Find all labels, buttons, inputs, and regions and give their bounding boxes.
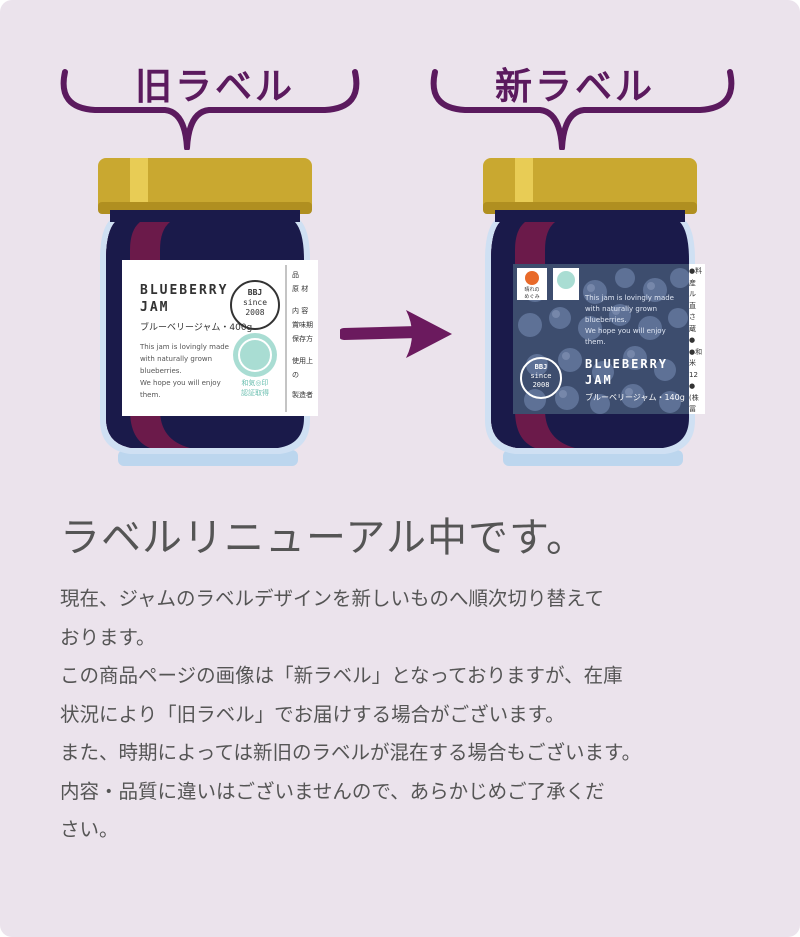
old-logo-line2: since	[242, 298, 268, 307]
body-line-7: さい。	[60, 818, 119, 841]
old-product-name: ブルーベリージャム・400g	[140, 323, 253, 333]
old-side-r6: 使用上の	[292, 357, 313, 379]
new-side-r5: さ	[689, 313, 696, 321]
old-logo: BBJ since 2008	[238, 288, 272, 318]
new-brand-line1: BLUEBERRY	[585, 357, 669, 371]
new-brace-icon	[430, 69, 735, 150]
old-jar-illustration	[98, 158, 318, 466]
new-logo-line2: since	[530, 372, 552, 380]
new-side-r12: (株	[689, 393, 699, 402]
old-brand-line1: BLUEBERRY	[140, 283, 229, 298]
new-side-r8: ●和	[689, 347, 703, 356]
new-side-r13: 冨	[689, 405, 696, 413]
old-description: This jam is lovingly made with naturally…	[140, 341, 229, 401]
new-side-r7: ●	[689, 336, 696, 344]
old-cert: 和気◎印 認証取得	[230, 378, 280, 398]
new-desc-line4: We hope you will enjoy	[585, 327, 666, 335]
old-side-r5: 保存方	[292, 335, 313, 343]
new-label-title: 新ラベル	[495, 65, 655, 108]
new-brand-line2: JAM	[585, 373, 613, 387]
body-line-2: おります。	[60, 625, 156, 649]
old-side-r2: 原 材	[292, 285, 309, 293]
old-side-r7: 製造者	[292, 391, 313, 399]
body-line-4: 状況により「旧ラベル」でお届けする場合がございます。	[60, 702, 565, 726]
new-desc-line3: blueberries.	[585, 316, 627, 324]
new-desc-line2: with naturally grown	[585, 305, 658, 313]
old-cert-line2: 認証取得	[241, 389, 269, 397]
arrow-right-icon	[340, 310, 452, 358]
headline: ラベルリニューアル中です。	[60, 515, 587, 561]
new-side-panel: ●料 産 ル 直 さ 蔵 ● ●和 米 12 ● (株 冨	[689, 266, 705, 416]
new-logo-line3: 2008	[532, 381, 550, 389]
new-logo: BBJ since 2008	[525, 363, 557, 390]
old-desc-line5: them.	[140, 391, 161, 399]
body-line-3: この商品ページの画像は「新ラベル」となっておりますが、在庫	[60, 664, 623, 687]
new-description: This jam is lovingly made with naturally…	[585, 293, 674, 348]
old-desc-line4: We hope you will enjoy	[140, 379, 221, 387]
old-cert-line1: 和気◎印	[241, 379, 269, 387]
old-logo-line3: 2008	[245, 308, 265, 317]
old-desc-line2: with naturally grown	[140, 355, 213, 363]
new-badge-line2: めぐみ	[524, 294, 540, 300]
old-side-panel: 品 原 材 内 容 賞味期 保存方 使用上の 製造者	[292, 268, 318, 402]
new-side-r4: 直	[689, 301, 696, 310]
old-brace-icon	[60, 69, 360, 150]
old-side-r4: 賞味期	[292, 321, 313, 329]
new-side-r2: 産	[689, 278, 696, 287]
new-logo-line1: BBJ	[534, 363, 548, 371]
new-side-r6: 蔵	[689, 324, 696, 333]
new-side-r9: 米	[689, 359, 696, 367]
new-desc-line5: them.	[585, 338, 606, 346]
old-brand-line2: JAM	[140, 300, 170, 315]
new-side-r3: ル	[689, 290, 696, 298]
body-line-6: 内容・品質に違いはございませんので、あらかじめご了承くだ	[60, 779, 605, 803]
old-logo-line1: BBJ	[247, 288, 263, 297]
new-desc-line1: This jam is lovingly made	[585, 294, 674, 302]
old-desc-line1: This jam is lovingly made	[140, 343, 229, 351]
new-side-r10: 12	[689, 370, 698, 379]
old-label-title: 旧ラベル	[135, 65, 295, 108]
new-side-r1: ●料	[689, 267, 703, 275]
old-side-r1: 品	[292, 271, 299, 279]
old-desc-line3: blueberries.	[140, 367, 182, 375]
new-side-r11: ●	[689, 382, 696, 390]
body-line-5: また、時期によっては新旧のラベルが混在する場合もございます。	[60, 741, 642, 764]
new-jar-illustration	[483, 158, 705, 466]
new-badge-line1: 晴れの	[524, 287, 540, 293]
old-side-r3: 内 容	[292, 307, 309, 315]
new-badge: 晴れの めぐみ	[516, 287, 548, 301]
notice-body: 現在、ジャムのラベルデザインを新しいものへ順次切り替えて おります。 この商品ペ…	[60, 580, 780, 850]
new-product-name: ブルーベリージャム・140g	[585, 393, 685, 402]
body-line-1: 現在、ジャムのラベルデザインを新しいものへ順次切り替えて	[60, 587, 605, 610]
